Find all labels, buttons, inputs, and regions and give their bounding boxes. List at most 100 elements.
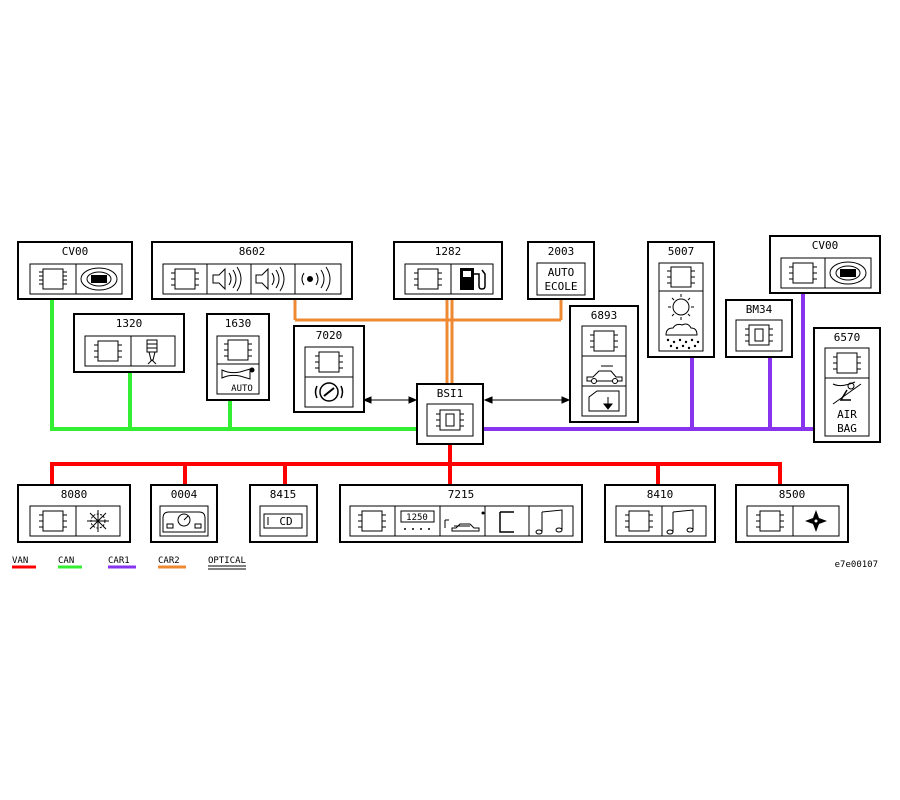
fuel-pump-icon xyxy=(460,268,486,290)
steering-switch-icon xyxy=(80,267,118,291)
chip-icon xyxy=(745,324,773,346)
chip-icon xyxy=(436,409,464,431)
chip-icon xyxy=(358,510,386,532)
car1-bus-wires xyxy=(484,294,814,431)
module-label: 5007 xyxy=(668,245,695,258)
module-label: 8080 xyxy=(61,488,88,501)
module-8080: 8080 xyxy=(17,484,131,543)
auto-ecole-text: ECOLE xyxy=(544,280,577,293)
chip-icon xyxy=(171,268,199,290)
module-label: 2003 xyxy=(548,245,575,258)
module-bsi1: BSI1 xyxy=(416,383,484,445)
airbag-person-icon xyxy=(832,381,862,405)
module-label: 0004 xyxy=(171,488,198,501)
module-label: CV00 xyxy=(812,239,839,252)
chip-icon xyxy=(414,268,442,290)
abs-icon xyxy=(314,382,344,402)
fuel-injector-icon xyxy=(146,339,158,365)
music-note-icon xyxy=(535,509,563,535)
legend-car1: CAR1 xyxy=(108,556,136,569)
sun-icon xyxy=(668,294,694,320)
module-label: 8415 xyxy=(270,488,297,501)
module-bm34: BM34 xyxy=(725,299,793,358)
chip-icon xyxy=(94,340,122,362)
auto-text: AUTO xyxy=(231,384,253,394)
speaker-icon xyxy=(255,266,285,292)
module-8415: 8415 CD xyxy=(249,484,318,543)
chip-icon xyxy=(224,339,252,361)
van-bus-wires xyxy=(50,444,782,485)
module-label: 1320 xyxy=(116,317,143,330)
module-label: BM34 xyxy=(746,303,773,316)
airbag-text: AIR xyxy=(837,408,857,421)
legend-label: VAN xyxy=(12,556,28,566)
module-label: 1630 xyxy=(225,317,252,330)
module-label: CV00 xyxy=(62,245,89,258)
module-label: BSI1 xyxy=(437,387,464,400)
auto-ecole-text: AUTO xyxy=(548,266,575,279)
module-label: 8602 xyxy=(239,245,266,258)
clock-display-text: 1250 xyxy=(406,513,428,523)
module-label: 7020 xyxy=(316,329,343,342)
outside-temperature-car-icon xyxy=(444,511,485,532)
module-8500: 8500 xyxy=(735,484,849,543)
module-cv00-left: CV00 xyxy=(17,241,133,300)
module-6570: 6570 AIR BAG xyxy=(813,327,881,443)
legend: VAN CAN CAR1 CAR2 OPTICAL xyxy=(12,556,246,570)
chip-icon xyxy=(756,510,784,532)
chip-icon xyxy=(833,352,861,374)
module-label: 6570 xyxy=(834,331,861,344)
module-1320: 1320 xyxy=(73,313,185,373)
clock-display-icon: 1250 xyxy=(400,510,435,530)
module-label: 8410 xyxy=(647,488,674,501)
air-conditioning-icon xyxy=(87,510,109,532)
legend-optical: OPTICAL xyxy=(208,556,246,570)
module-label: 8500 xyxy=(779,488,806,501)
steering-switch-icon xyxy=(829,261,867,285)
window-lift-icon xyxy=(588,390,620,412)
module-1282: 1282 xyxy=(393,241,503,300)
chip-icon xyxy=(667,266,695,288)
legend-car2: CAR2 xyxy=(158,556,186,569)
legend-label: CAR2 xyxy=(158,556,180,566)
chip-icon xyxy=(39,268,67,290)
chip-icon xyxy=(39,510,67,532)
reference-code: e7e00107 xyxy=(835,560,878,570)
chip-icon xyxy=(789,262,817,284)
speaker-icon xyxy=(212,266,242,292)
legend-label: CAN xyxy=(58,556,74,566)
module-7215: 7215 1250 xyxy=(339,484,583,543)
door-open-icon xyxy=(499,511,514,533)
module-6893: 6893 xyxy=(569,305,639,423)
legend-van: VAN xyxy=(12,556,36,569)
airbag-text: BAG xyxy=(837,422,857,435)
chip-icon xyxy=(315,351,343,373)
legend-can: CAN xyxy=(58,556,82,569)
module-8602: 8602 xyxy=(151,241,353,300)
music-note-icon xyxy=(666,509,694,535)
optical-links xyxy=(362,396,571,404)
can-bus-wires xyxy=(50,300,418,431)
module-label: 6893 xyxy=(591,309,618,322)
module-7020: 7020 xyxy=(293,325,365,413)
module-0004: 0004 xyxy=(150,484,218,543)
car2-bus-wires xyxy=(293,299,563,385)
cd-changer-icon: CD xyxy=(263,513,303,529)
car-roof-icon xyxy=(586,365,623,384)
module-2003: 2003 AUTO ECOLE xyxy=(527,241,595,300)
chip-icon xyxy=(590,330,618,352)
module-label: 7215 xyxy=(448,488,475,501)
instrument-panel-icon xyxy=(162,511,206,533)
module-5007: 5007 xyxy=(647,241,715,358)
rain-cloud-icon xyxy=(665,323,700,350)
gearbox-icon xyxy=(221,367,255,380)
legend-label: OPTICAL xyxy=(208,556,246,566)
module-label: 1282 xyxy=(435,245,462,258)
legend-label: CAR1 xyxy=(108,556,130,566)
chip-icon xyxy=(625,510,653,532)
compass-navigation-icon xyxy=(805,510,827,532)
sensor-signal-icon xyxy=(301,266,331,292)
module-cv00-right: CV00 xyxy=(769,235,881,294)
cd-text: CD xyxy=(279,515,292,528)
